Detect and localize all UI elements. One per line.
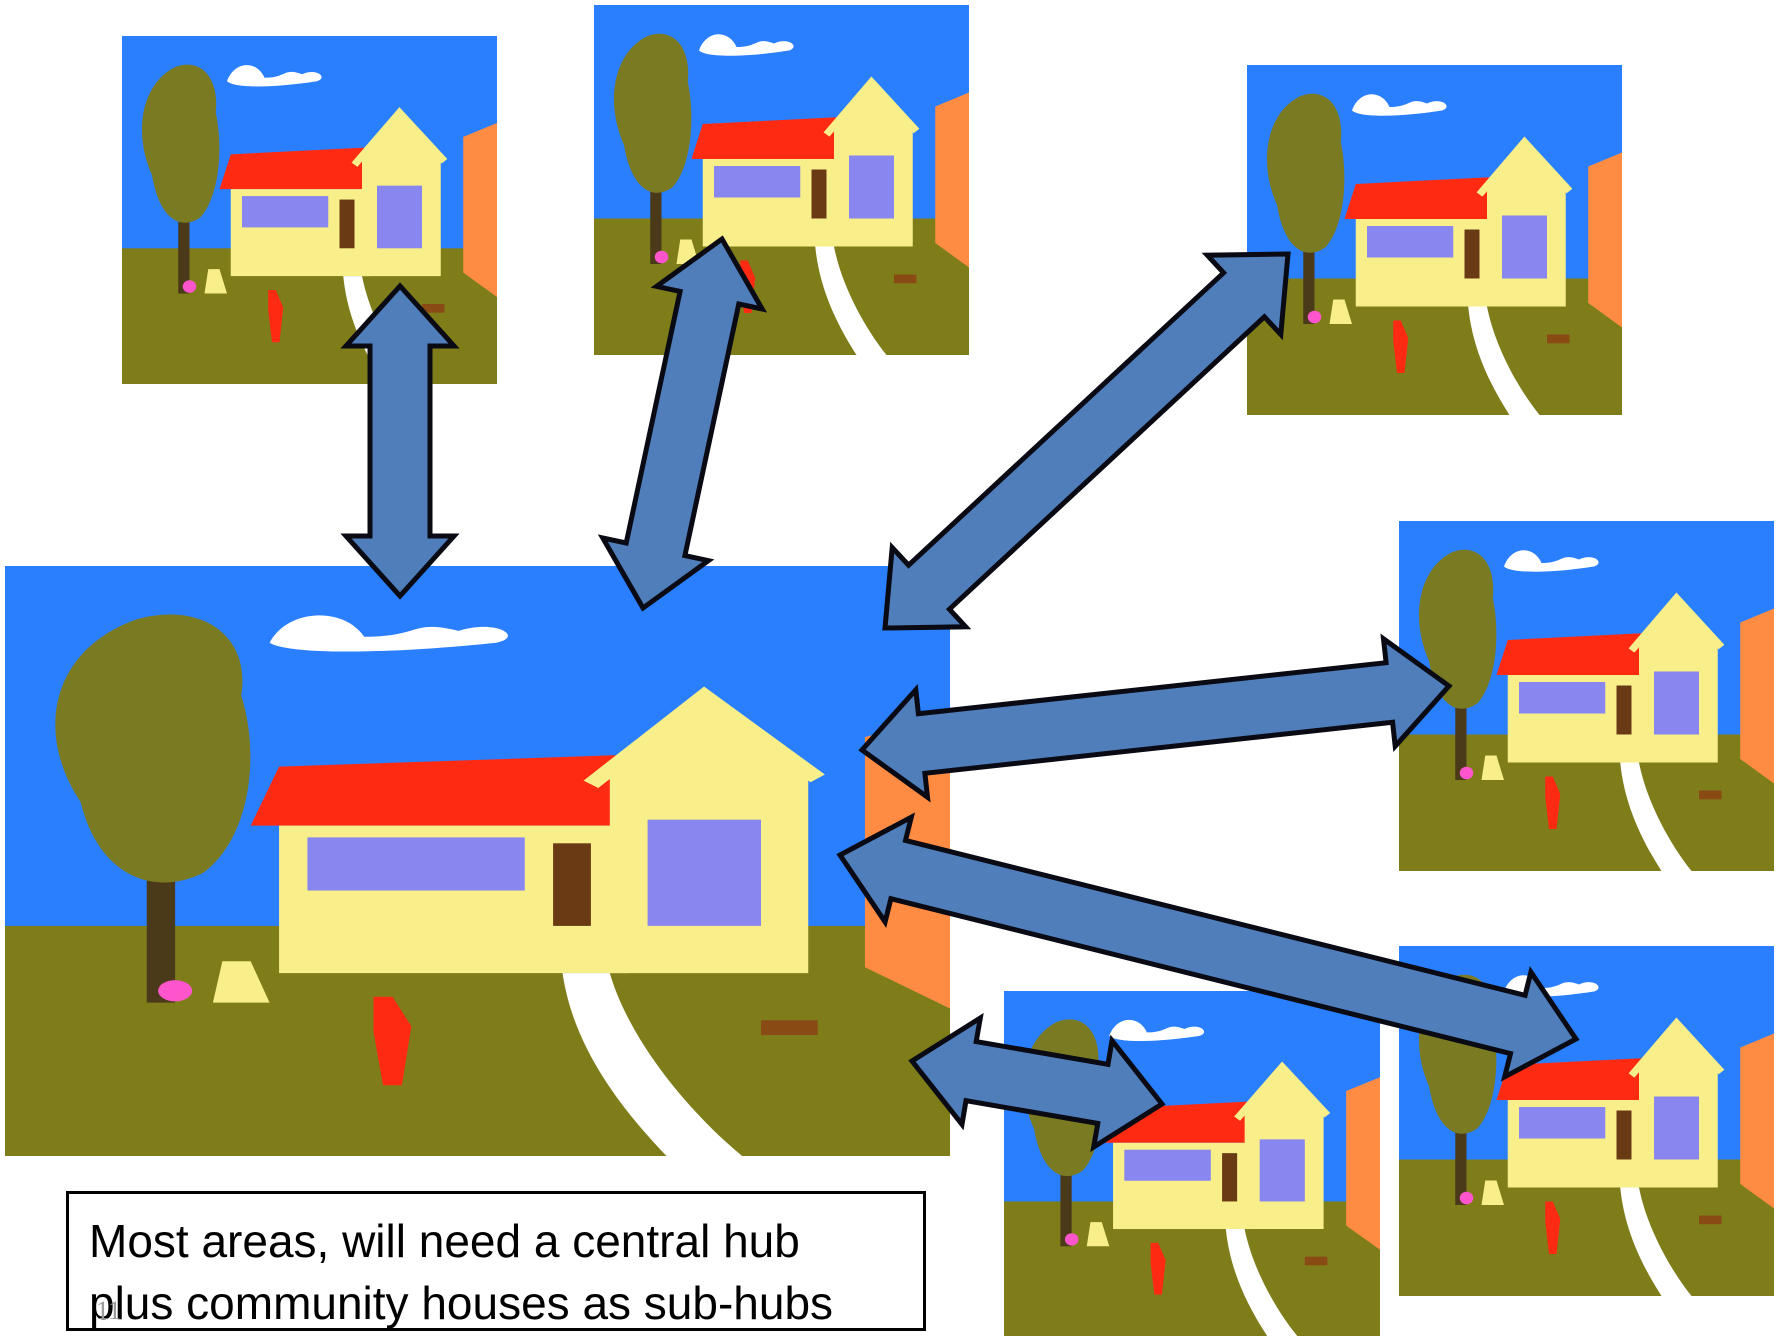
caption-box: Most areas, will need a central hub plus… (66, 1191, 926, 1331)
caption-line-1: Most areas, will need a central hub (89, 1215, 800, 1267)
arrow-hub-to-house-5 (908, 1012, 1166, 1153)
arrow-hub-to-house-1 (340, 282, 460, 600)
arrow-hub-to-house-6 (836, 812, 1580, 1082)
sub-hub-house-4 (1399, 521, 1774, 871)
arrow-hub-to-house-2 (597, 235, 768, 612)
arrow-hub-to-house-4 (858, 633, 1453, 803)
sub-hub-house-2 (594, 5, 969, 355)
slide-number: 11 (96, 1296, 122, 1325)
arrow-hub-to-house-3 (882, 251, 1291, 631)
caption-line-2: plus community houses as sub-hubs (89, 1277, 834, 1329)
sub-hub-house-3 (1247, 65, 1622, 415)
sub-hub-house-5 (1004, 991, 1380, 1336)
central-hub-house (5, 566, 950, 1156)
arrows-layer (340, 235, 1580, 1153)
